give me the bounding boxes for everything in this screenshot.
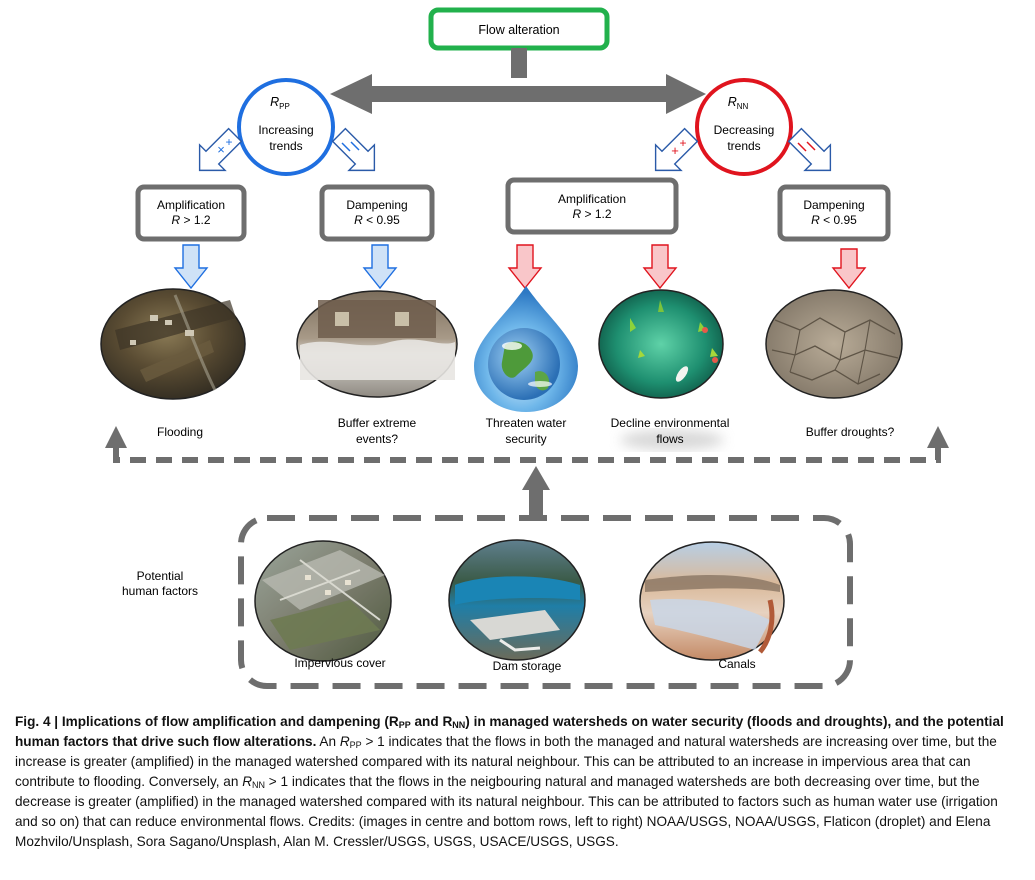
rpp-symbol: RPP	[270, 95, 290, 111]
down-arrow-red-1	[507, 244, 543, 290]
amplification-right-title: Amplification	[558, 192, 626, 206]
feedback-arrowhead-right	[927, 426, 949, 448]
impervious-cover-image	[254, 540, 392, 662]
amplification-box-right	[505, 177, 679, 235]
feedback-arrowhead-left	[105, 426, 127, 448]
extreme-events-image	[296, 290, 458, 398]
flow-stem	[511, 48, 527, 78]
water-droplet-image	[474, 286, 578, 412]
caption-s1: PP	[349, 740, 362, 750]
caption-title-sub2: NN	[452, 720, 466, 730]
caption-title-c: ) in managed watersheds on water securit…	[15, 714, 1004, 749]
rnn-line2: trends	[727, 139, 760, 153]
outcome-droughts: Buffer droughts?	[806, 425, 895, 439]
rnn-right-arrow	[787, 127, 832, 172]
droughts-image	[765, 289, 903, 399]
double-arrow	[330, 74, 706, 114]
caption-r2: R	[242, 774, 253, 789]
amplification-left-cond: R > 1.2	[171, 213, 210, 227]
factor-dam: Dam storage	[493, 659, 562, 673]
caption-r1: R	[339, 734, 350, 749]
rpp-line2: trends	[269, 139, 302, 153]
human-factors-stem	[529, 488, 543, 518]
caption-s2: NN	[252, 780, 266, 790]
amplification-right-cond: R > 1.2	[572, 207, 611, 221]
rnn-right-minus-1	[797, 142, 807, 152]
human-factors-label-2: human factors	[122, 584, 198, 598]
dampening-left-title: Dampening	[346, 198, 407, 212]
outcome-flows-1: Decline environmental	[611, 416, 730, 430]
rpp-right-arrow	[331, 127, 376, 172]
outcome-water-1: Threaten water	[486, 416, 567, 430]
caption-title-b: and R	[410, 714, 453, 729]
flooding-image	[100, 288, 246, 400]
canals-image	[639, 541, 785, 661]
human-factors-arrowhead	[522, 466, 550, 490]
caption-text-1: An	[316, 734, 340, 749]
amplification-box-left	[135, 184, 247, 242]
rnn-left-arrow	[654, 127, 699, 172]
rnn-left-plus: +	[671, 143, 679, 158]
dampening-box-left	[319, 184, 435, 242]
caption-text-2: > 1 indicates that the flows in both the…	[15, 734, 997, 789]
rpp-line1: Increasing	[258, 123, 313, 137]
caption-title-a: Implications of flow amplification and d…	[61, 714, 399, 729]
dashed-feedback-line	[113, 448, 941, 463]
rpp-left-plus-2: +	[225, 135, 232, 149]
outcome-extreme-2: events?	[356, 432, 398, 446]
flow-alteration-label: Flow alteration	[478, 23, 559, 37]
rnn-left-plus-2: +	[679, 136, 686, 150]
outcome-extreme-1: Buffer extreme	[338, 416, 417, 430]
outcome-flooding: Flooding	[157, 425, 203, 439]
rnn-right-minus-2	[806, 141, 816, 151]
down-arrow-red-3	[831, 248, 867, 290]
dampening-box-right	[777, 184, 891, 242]
human-factors-box	[238, 515, 853, 689]
rnn-symbol: RNN	[728, 95, 749, 111]
down-arrow-blue-1	[173, 244, 209, 290]
caption-fig-label: Fig. 4 |	[15, 714, 62, 729]
figure-diagram: Flow alteration RPP Increasing trends RN…	[100, 7, 949, 689]
dampening-left-cond: R < 0.95	[354, 213, 400, 227]
outcome-flows-2: flows	[656, 432, 683, 446]
factor-canals: Canals	[718, 657, 755, 671]
amplification-left-title: Amplification	[157, 198, 225, 212]
environmental-flows-image	[598, 289, 724, 450]
caption-text-3: > 1 indicates that the flows in the neig…	[15, 774, 998, 849]
factor-impervious: Impervious cover	[294, 656, 385, 670]
human-factors-label-1: Potential	[137, 569, 184, 583]
outcome-water-2: security	[505, 432, 546, 446]
figure-caption: Fig. 4 | Implications of flow amplificat…	[15, 712, 1023, 852]
dam-storage-image	[448, 539, 586, 661]
dampening-right-title: Dampening	[803, 198, 864, 212]
rpp-right-minus-1	[341, 142, 351, 152]
caption-title-sub1: PP	[398, 720, 411, 730]
down-arrow-blue-2	[362, 244, 398, 290]
rpp-circle	[237, 78, 335, 176]
dampening-right-cond: R < 0.95	[811, 213, 857, 227]
rpp-left-arrow	[198, 127, 243, 172]
rpp-right-minus-2	[350, 141, 360, 151]
rnn-line1: Decreasing	[714, 123, 775, 137]
rnn-circle	[695, 78, 793, 176]
rpp-left-plus: ×	[217, 142, 225, 157]
down-arrow-red-2	[642, 244, 678, 290]
